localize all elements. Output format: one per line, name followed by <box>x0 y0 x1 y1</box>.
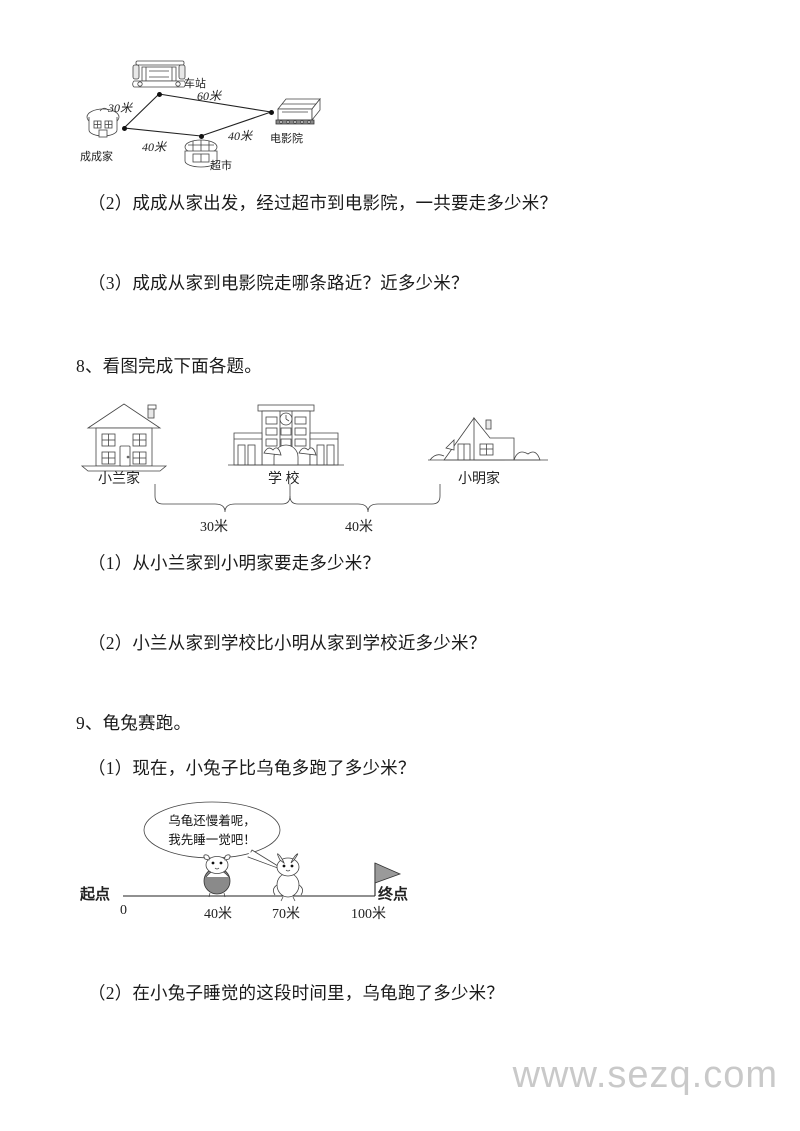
tick-label-70: 70米 <box>272 907 300 922</box>
label-school: 学 校 <box>268 472 300 487</box>
figure-tortoise-hare-race: 乌龟还慢着呢， 我先睡一觉吧！ <box>80 795 440 935</box>
figure-cheng-cheng-map: 车站 成成家 超市 电影院 30米 60米 40米 40米 <box>80 55 380 180</box>
distance-lan-school: 30米 <box>200 520 228 535</box>
tick-label-100: 100米 <box>351 907 386 922</box>
question-9-2: （2）在小兔子睡觉的这段时间里，乌龟跑了多少米？ <box>88 983 505 1003</box>
node-dot-cinema <box>269 110 274 115</box>
distance-market-cinema: 40米 <box>228 129 253 143</box>
cottage-house-icon <box>428 416 548 461</box>
station-icon <box>132 60 186 88</box>
tick-label-0: 0 <box>120 903 127 918</box>
label-end-point: 终点 <box>378 887 409 903</box>
figure-3-svg: 乌龟还慢着呢， 我先睡一觉吧！ <box>123 801 402 902</box>
item-9-heading: 9、龟兔赛跑。 <box>76 713 192 733</box>
node-dot-home <box>122 126 127 131</box>
item-8-heading: 8、看图完成下面各题。 <box>76 356 262 376</box>
number-line-axis <box>123 862 402 897</box>
node-dot-station <box>157 92 162 97</box>
speech-bubble-line-2: 我先睡一觉吧！ <box>168 833 256 847</box>
question-9-1: （1）现在，小兔子比乌龟多跑了多少米？ <box>88 758 416 778</box>
label-station: 车站 <box>184 78 206 90</box>
label-ming-home: 小明家 <box>458 472 500 487</box>
market-icon <box>184 139 218 168</box>
label-cinema: 电影院 <box>270 133 303 145</box>
node-dot-market <box>199 134 204 139</box>
tortoise-icon <box>203 854 231 898</box>
speech-bubble-line-1: 乌龟还慢着呢， <box>168 813 256 828</box>
cinema-icon <box>275 97 321 125</box>
distance-school-ming: 40米 <box>345 520 373 535</box>
two-story-house-icon <box>80 403 168 472</box>
figure-1-svg <box>86 60 321 168</box>
label-home: 成成家 <box>80 151 113 163</box>
distance-home-market: 40米 <box>142 140 167 154</box>
site-watermark: www.sezq.com <box>512 1054 778 1096</box>
figure-2-svg <box>80 403 548 513</box>
measurement-braces <box>154 484 441 513</box>
label-start-point: 起点 <box>80 887 111 903</box>
question-7-3: （3）成成从家到电影院走哪条路近？近多少米？ <box>88 273 469 293</box>
home-icon <box>86 107 120 138</box>
school-building-icon <box>228 404 344 466</box>
question-7-2: （2）成成从家出发，经过超市到电影院，一共要走多少米？ <box>88 193 558 213</box>
figure-school-route: 小兰家 学 校 小明家 30米 40米 <box>60 392 560 537</box>
distance-station-cinema: 60米 <box>197 89 222 103</box>
route-lines <box>123 93 272 137</box>
tick-label-40: 40米 <box>204 907 232 922</box>
label-market: 超市 <box>210 160 232 172</box>
distance-home-station: 30米 <box>108 101 133 115</box>
question-8-1: （1）从小兰家到小明家要走多少米？ <box>88 553 381 573</box>
rabbit-icon <box>273 853 303 902</box>
label-lan-home: 小兰家 <box>98 472 140 487</box>
question-8-2: （2）小兰从家到学校比小明从家到学校近多少米？ <box>88 633 487 653</box>
